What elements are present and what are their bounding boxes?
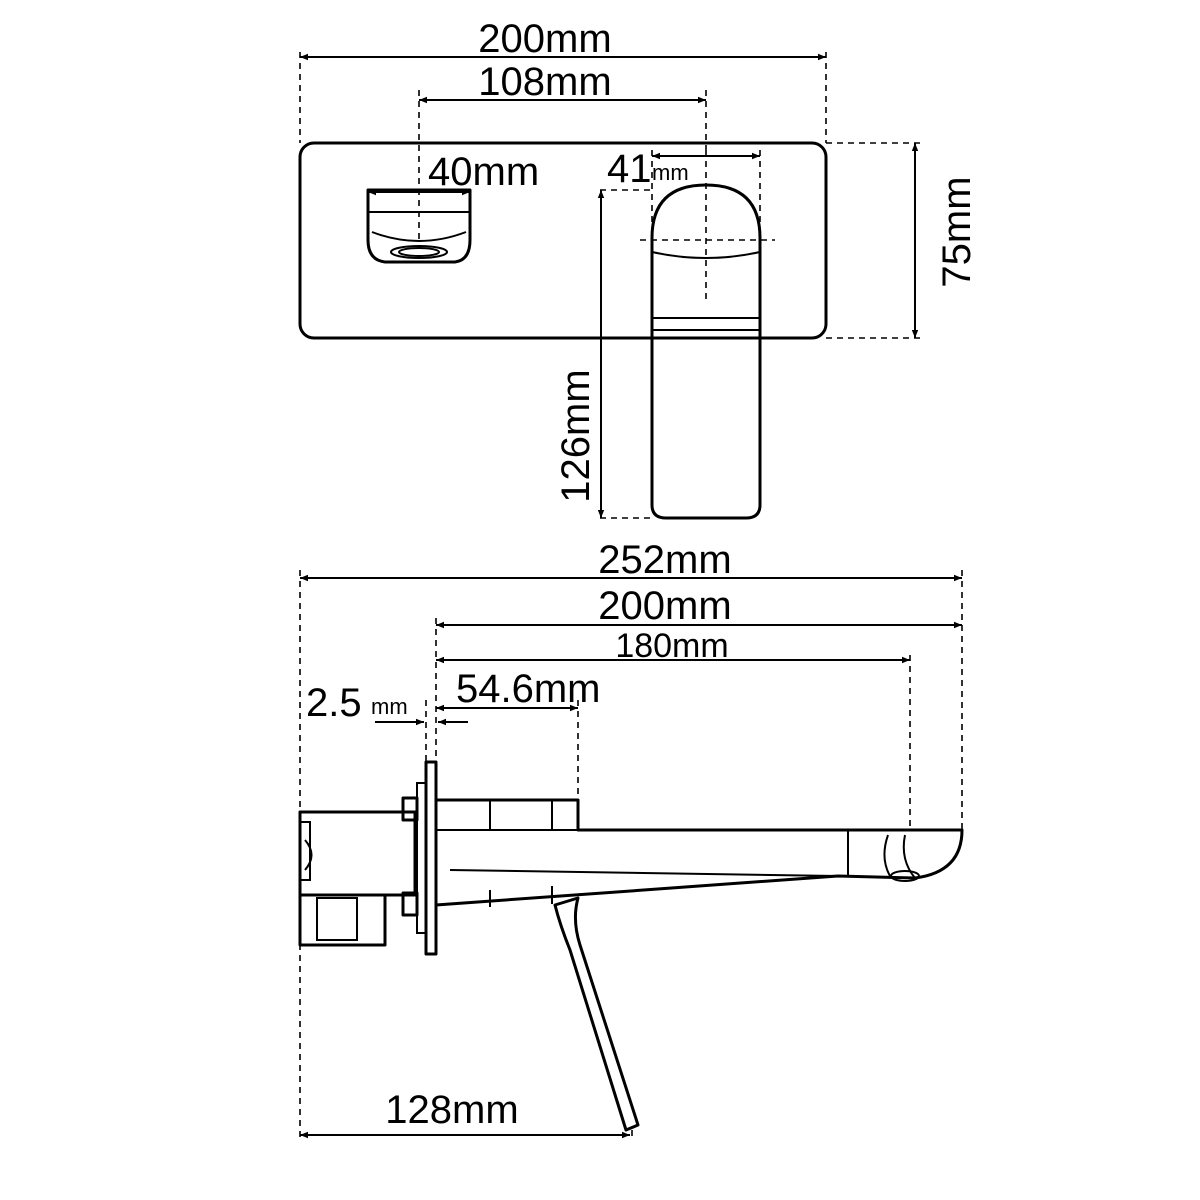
dim-handle-width-unit: mm [652,160,689,185]
wall-plate-front [298,141,828,340]
side-view: 252mm 200mm 180mm 2.5 mm 54.6mm 128mm [298,538,964,1140]
dim-outlet-width-label: 40mm [428,150,539,194]
dim-overall-width-label: 200mm [478,17,611,61]
dim-spout-length-label: 200mm [598,584,731,628]
dim-spout-reach-label: 180mm [615,627,728,665]
front-view: 200mm 108mm 40mm 41 mm 75mm 126mm [298,17,979,520]
dim-lever-reach-label: 128mm [385,1088,518,1132]
valve-body-side [298,796,419,947]
dim-plate-height-label: 75mm [935,176,979,287]
dim-plate-thickness-value: 2.5 [306,681,362,725]
dim-body-depth-label: 54.6mm [456,667,601,711]
lever-side [553,896,640,1132]
outlet-front [366,188,472,264]
handle-front [640,150,775,520]
dim-plate-thickness-unit: mm [371,694,408,719]
dim-handle-offset-label: 108mm [478,60,611,104]
dim-handle-drop-label: 126mm [554,369,598,502]
dim-total-projection-label: 252mm [598,538,731,582]
dim-handle-width-value: 41 [607,147,652,191]
spout-side [434,798,964,907]
